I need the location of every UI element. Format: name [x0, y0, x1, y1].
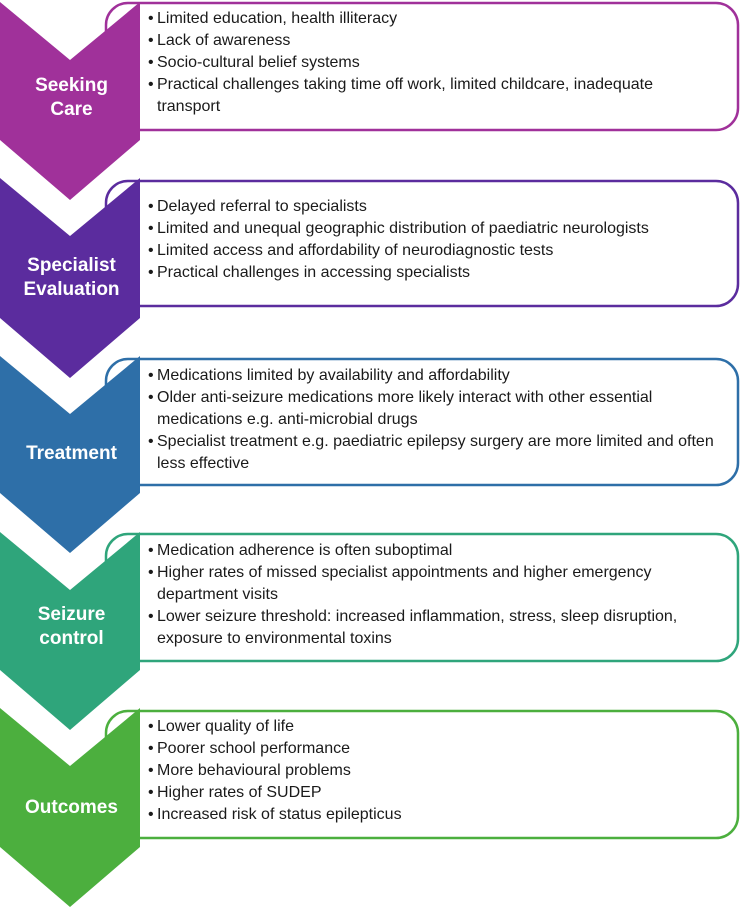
seizure-control-chevron	[0, 532, 140, 730]
bullet-item: More behavioural problems	[148, 760, 718, 782]
outcomes-bullet-list: Lower quality of lifePoorer school perfo…	[148, 716, 718, 826]
treatment-stage-label: Treatment	[26, 443, 117, 464]
bullet-item: Higher rates of missed specialist appoin…	[148, 562, 718, 606]
bullet-item: Socio-cultural belief systems	[148, 52, 718, 74]
outcomes-stage-label: Outcomes	[25, 797, 118, 818]
treatment-bullet-list: Medications limited by availability and …	[148, 365, 718, 475]
seizure-control-bullets: Medication adherence is often suboptimal…	[148, 540, 718, 650]
outcomes-chevron	[0, 708, 140, 907]
bullet-item: Limited education, health illiteracy	[148, 8, 718, 30]
specialist-evaluation-bullets: Delayed referral to specialistsLimited a…	[148, 196, 718, 284]
bullet-item: Practical challenges taking time off wor…	[148, 74, 718, 118]
specialist-evaluation-chevron	[0, 178, 140, 378]
bullet-item: Lack of awareness	[148, 30, 718, 52]
seeking-care-bullets: Limited education, health illiteracyLack…	[148, 8, 718, 118]
bullet-item: Practical challenges in accessing specia…	[148, 262, 718, 284]
seizure-control-stage-label: Seizure control	[37, 604, 106, 649]
bullet-item: Increased risk of status epilepticus	[148, 804, 718, 826]
bullet-item: Limited access and affordability of neur…	[148, 240, 718, 262]
specialist-evaluation-bullet-list: Delayed referral to specialistsLimited a…	[148, 196, 718, 284]
seeking-care-bullet-list: Limited education, health illiteracyLack…	[148, 8, 718, 118]
bullet-item: Medications limited by availability and …	[148, 365, 718, 387]
bullet-item: Specialist treatment e.g. paediatric epi…	[148, 431, 718, 475]
bullet-item: Medication adherence is often suboptimal	[148, 540, 718, 562]
bullet-item: Higher rates of SUDEP	[148, 782, 718, 804]
bullet-item: Older anti-seizure medications more like…	[148, 387, 718, 431]
outcomes-bullets: Lower quality of lifePoorer school perfo…	[148, 716, 718, 826]
bullet-item: Poorer school performance	[148, 738, 718, 760]
seeking-care-stage-label: Seeking Care	[35, 75, 108, 120]
treatment-chevron	[0, 356, 140, 553]
bullet-item: Lower seizure threshold: increased infla…	[148, 606, 718, 650]
bullet-item: Limited and unequal geographic distribut…	[148, 218, 718, 240]
specialist-evaluation-stage-label: Specialist Evaluation	[23, 255, 120, 300]
seizure-control-bullet-list: Medication adherence is often suboptimal…	[148, 540, 718, 650]
treatment-bullets: Medications limited by availability and …	[148, 365, 718, 475]
bullet-item: Delayed referral to specialists	[148, 196, 718, 218]
seeking-care-chevron	[0, 2, 140, 200]
bullet-item: Lower quality of life	[148, 716, 718, 738]
